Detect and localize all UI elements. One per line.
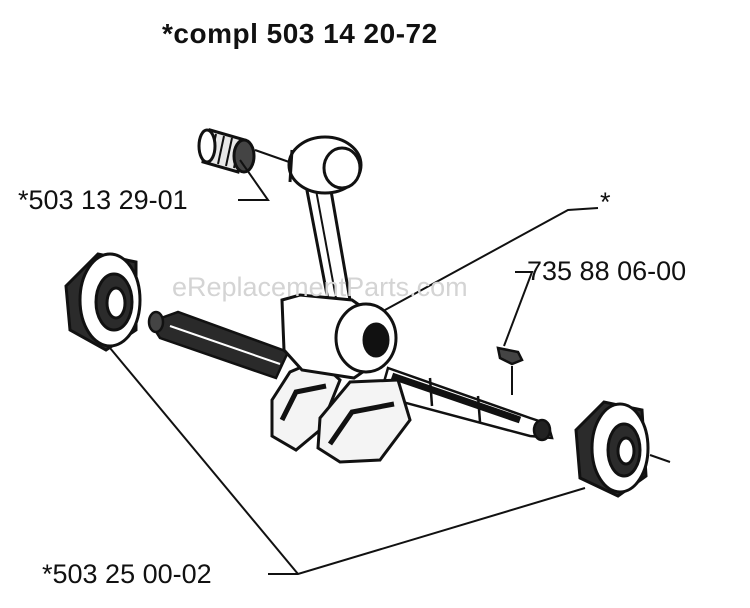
- label-key: 735 88 06-00: [527, 256, 687, 286]
- leader-key: [503, 271, 534, 347]
- crank-webs: [270, 358, 412, 464]
- crankshaft-right-shaft: [378, 366, 554, 442]
- leader-crankshaft: [384, 207, 599, 311]
- woodruff-key: [496, 346, 524, 366]
- assembly-title: *compl 503 14 20-72: [162, 18, 438, 49]
- label-needle-bearing: *503 13 29-01: [18, 185, 188, 215]
- leader-ball-bearing-right: [268, 487, 586, 575]
- leader-needle-bearing: [238, 159, 270, 201]
- ball-bearing-right: [574, 400, 671, 498]
- ball-bearing-left: [64, 252, 142, 352]
- leader-ball-bearing-left: [109, 347, 299, 575]
- label-crankshaft: *: [600, 187, 611, 217]
- needle-bearing: [197, 128, 256, 174]
- leader-needle-to-rod: [254, 149, 293, 164]
- leader-lines: [109, 149, 599, 575]
- label-ball-bearing: *503 25 00-02: [42, 559, 212, 589]
- watermark-text: eReplacementParts.com: [172, 272, 468, 302]
- connecting-rod: [280, 135, 398, 380]
- crankshaft-left-shaft: [147, 310, 290, 380]
